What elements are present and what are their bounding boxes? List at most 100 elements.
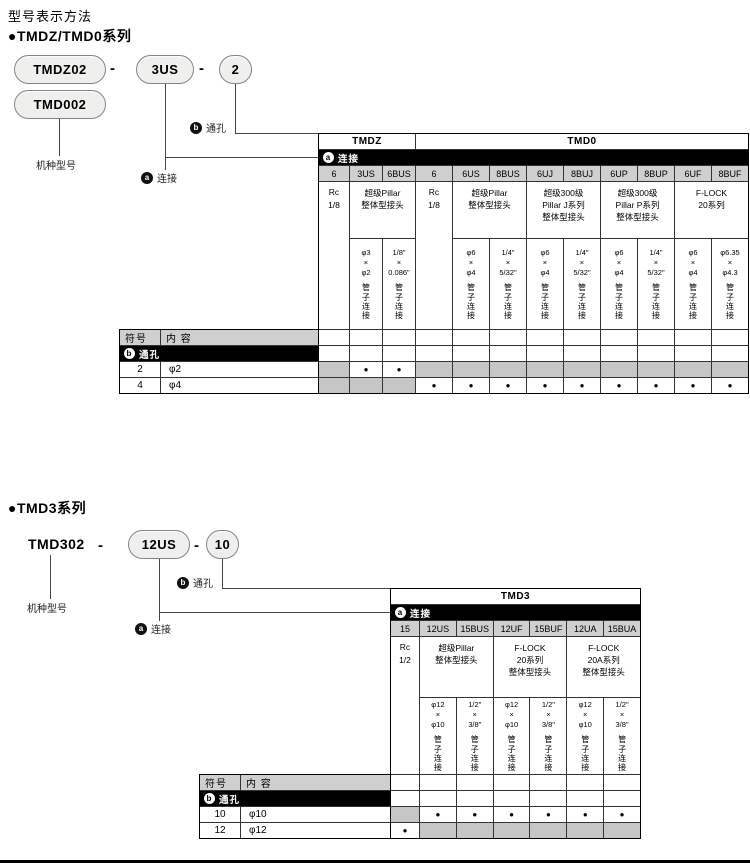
code-cell: 12UF [493, 621, 530, 636]
code-cell: 15BUS [456, 621, 493, 636]
desc-line: 超级Pillar [471, 188, 508, 198]
tube-size: φ3 [361, 247, 371, 257]
code-cell: 6UP [601, 166, 637, 181]
code-cell: 15BUA [604, 621, 640, 636]
tube-size: φ10 [504, 720, 519, 730]
code-cell: 8BUJ [564, 166, 600, 181]
desc-line: 20A系列 [587, 654, 620, 665]
model-pill-tmdz02: TMDZ02 [14, 55, 106, 84]
tube-size: 1/4" [501, 247, 515, 257]
tube-spec-cell: 1/4" × 5/32" 管子连接 [638, 239, 674, 329]
tube-size: × [727, 258, 733, 268]
connector-line [222, 588, 391, 589]
tube-spec-cell: φ6.35 × φ4.3 管子连接 [712, 239, 748, 329]
rc-spec-cell: Rc 1/8 [416, 182, 452, 329]
availability-cell [601, 362, 637, 377]
availability-cell [391, 807, 419, 822]
desc-line: 整体型接头 [582, 666, 625, 677]
tube-size: φ6.35 [720, 247, 740, 257]
code-cell: 3US [350, 166, 382, 181]
tube-size: × [509, 710, 514, 720]
desc-line: 整体型接头 [542, 211, 585, 222]
tube-size: 1/4" [575, 247, 589, 257]
empty-cell [383, 346, 415, 361]
code-cell: 6UF [675, 166, 711, 181]
desc-line: 超级300级 [543, 188, 584, 198]
empty-cell [601, 346, 637, 361]
empty-cell [420, 791, 456, 806]
tube-size: φ12 [431, 699, 445, 709]
availability-cell [530, 823, 567, 838]
code-cell: 12US [420, 621, 456, 636]
tube-size: φ6 [688, 247, 698, 257]
model-type-label-text: 机种型号 [27, 604, 67, 615]
connector-line [165, 157, 319, 158]
connector-line [50, 555, 51, 599]
empty-cell [493, 791, 530, 806]
rc-line: 1/2 [399, 654, 411, 665]
tube-size: 1/8" [392, 247, 406, 257]
rc-line: 1/8 [328, 199, 340, 210]
availability-cell: ● [420, 807, 456, 822]
tmdz-tmd0-table: TMDZ TMD0 a 连接 6 3US 6BUS 6 6US 8BUS 6UJ… [318, 133, 749, 394]
hole-label: b 通孔 [177, 575, 213, 590]
tube-spec-cell: φ12 × φ10 管子连接 [420, 698, 456, 774]
connector-line [165, 84, 166, 170]
availability-cell [490, 362, 526, 377]
availability-cell [712, 362, 748, 377]
b-badge-icon: b [190, 121, 202, 134]
availability-cell: ● [564, 378, 600, 393]
tube-spec-cell: φ6 × φ4 管子连接 [601, 239, 637, 329]
empty-cell [453, 346, 489, 361]
desc-line: 20系列 [516, 654, 544, 665]
empty-cell [420, 775, 456, 790]
availability-cell [420, 823, 456, 838]
availability-cell: ● [453, 378, 489, 393]
availability-cell: ● [712, 378, 748, 393]
desc-line: 超级Pillar [438, 643, 475, 653]
rc-line: Rc [328, 187, 340, 197]
availability-cell [319, 362, 349, 377]
empty-cell [493, 775, 530, 790]
empty-cell [391, 775, 419, 790]
availability-cell [456, 823, 493, 838]
empty-cell [416, 330, 452, 345]
availability-cell: ● [601, 378, 637, 393]
tube-size: φ6 [540, 247, 550, 257]
empty-cell [530, 775, 567, 790]
availability-cell: ● [493, 807, 530, 822]
empty-cell [567, 791, 604, 806]
pipe-connection-label: 管子连接 [507, 735, 516, 772]
connection-pill-3us: 3US [136, 55, 194, 84]
empty-cell [456, 775, 493, 790]
code-cell: 6 [416, 166, 452, 181]
tube-size: φ4 [614, 268, 624, 278]
content-header: 内 容 [241, 775, 390, 790]
tube-size: φ4 [540, 268, 550, 278]
hole-label-text: 通孔 [206, 124, 226, 135]
connector-line [159, 559, 160, 621]
empty-cell [527, 330, 563, 345]
page-bottom-rule [0, 860, 750, 863]
pipe-connection-label: 管子连接 [689, 283, 697, 320]
fitting-desc-cell: 超级Pillar 整体型接头 [420, 637, 493, 697]
availability-cell [567, 823, 604, 838]
empty-cell [564, 330, 600, 345]
availability-cell [350, 378, 382, 393]
hole-symbol: 2 [120, 362, 160, 377]
rc-line: 1/8 [428, 199, 440, 210]
pipe-connection-label: 管子连接 [578, 283, 586, 320]
tube-spec-cell: φ6 × φ4 管子连接 [527, 239, 563, 329]
hole-label-text: 通孔 [193, 579, 213, 590]
connector-line [222, 559, 223, 589]
fitting-desc-cell: 超级Pillar 整体型接头 [350, 182, 415, 238]
tube-spec-cell: φ12 × φ10 管子连接 [493, 698, 530, 774]
desc-line: F-LOCK [695, 188, 728, 198]
b-badge-icon: b [204, 793, 215, 804]
tube-size: × [583, 710, 588, 720]
tube-size: φ2 [361, 268, 371, 278]
b-badge-icon: b [124, 348, 135, 359]
connection-pill-12us: 12US [128, 530, 190, 559]
hole-symbol: 12 [200, 823, 240, 838]
group-header-tmd0: TMD0 [416, 134, 748, 149]
